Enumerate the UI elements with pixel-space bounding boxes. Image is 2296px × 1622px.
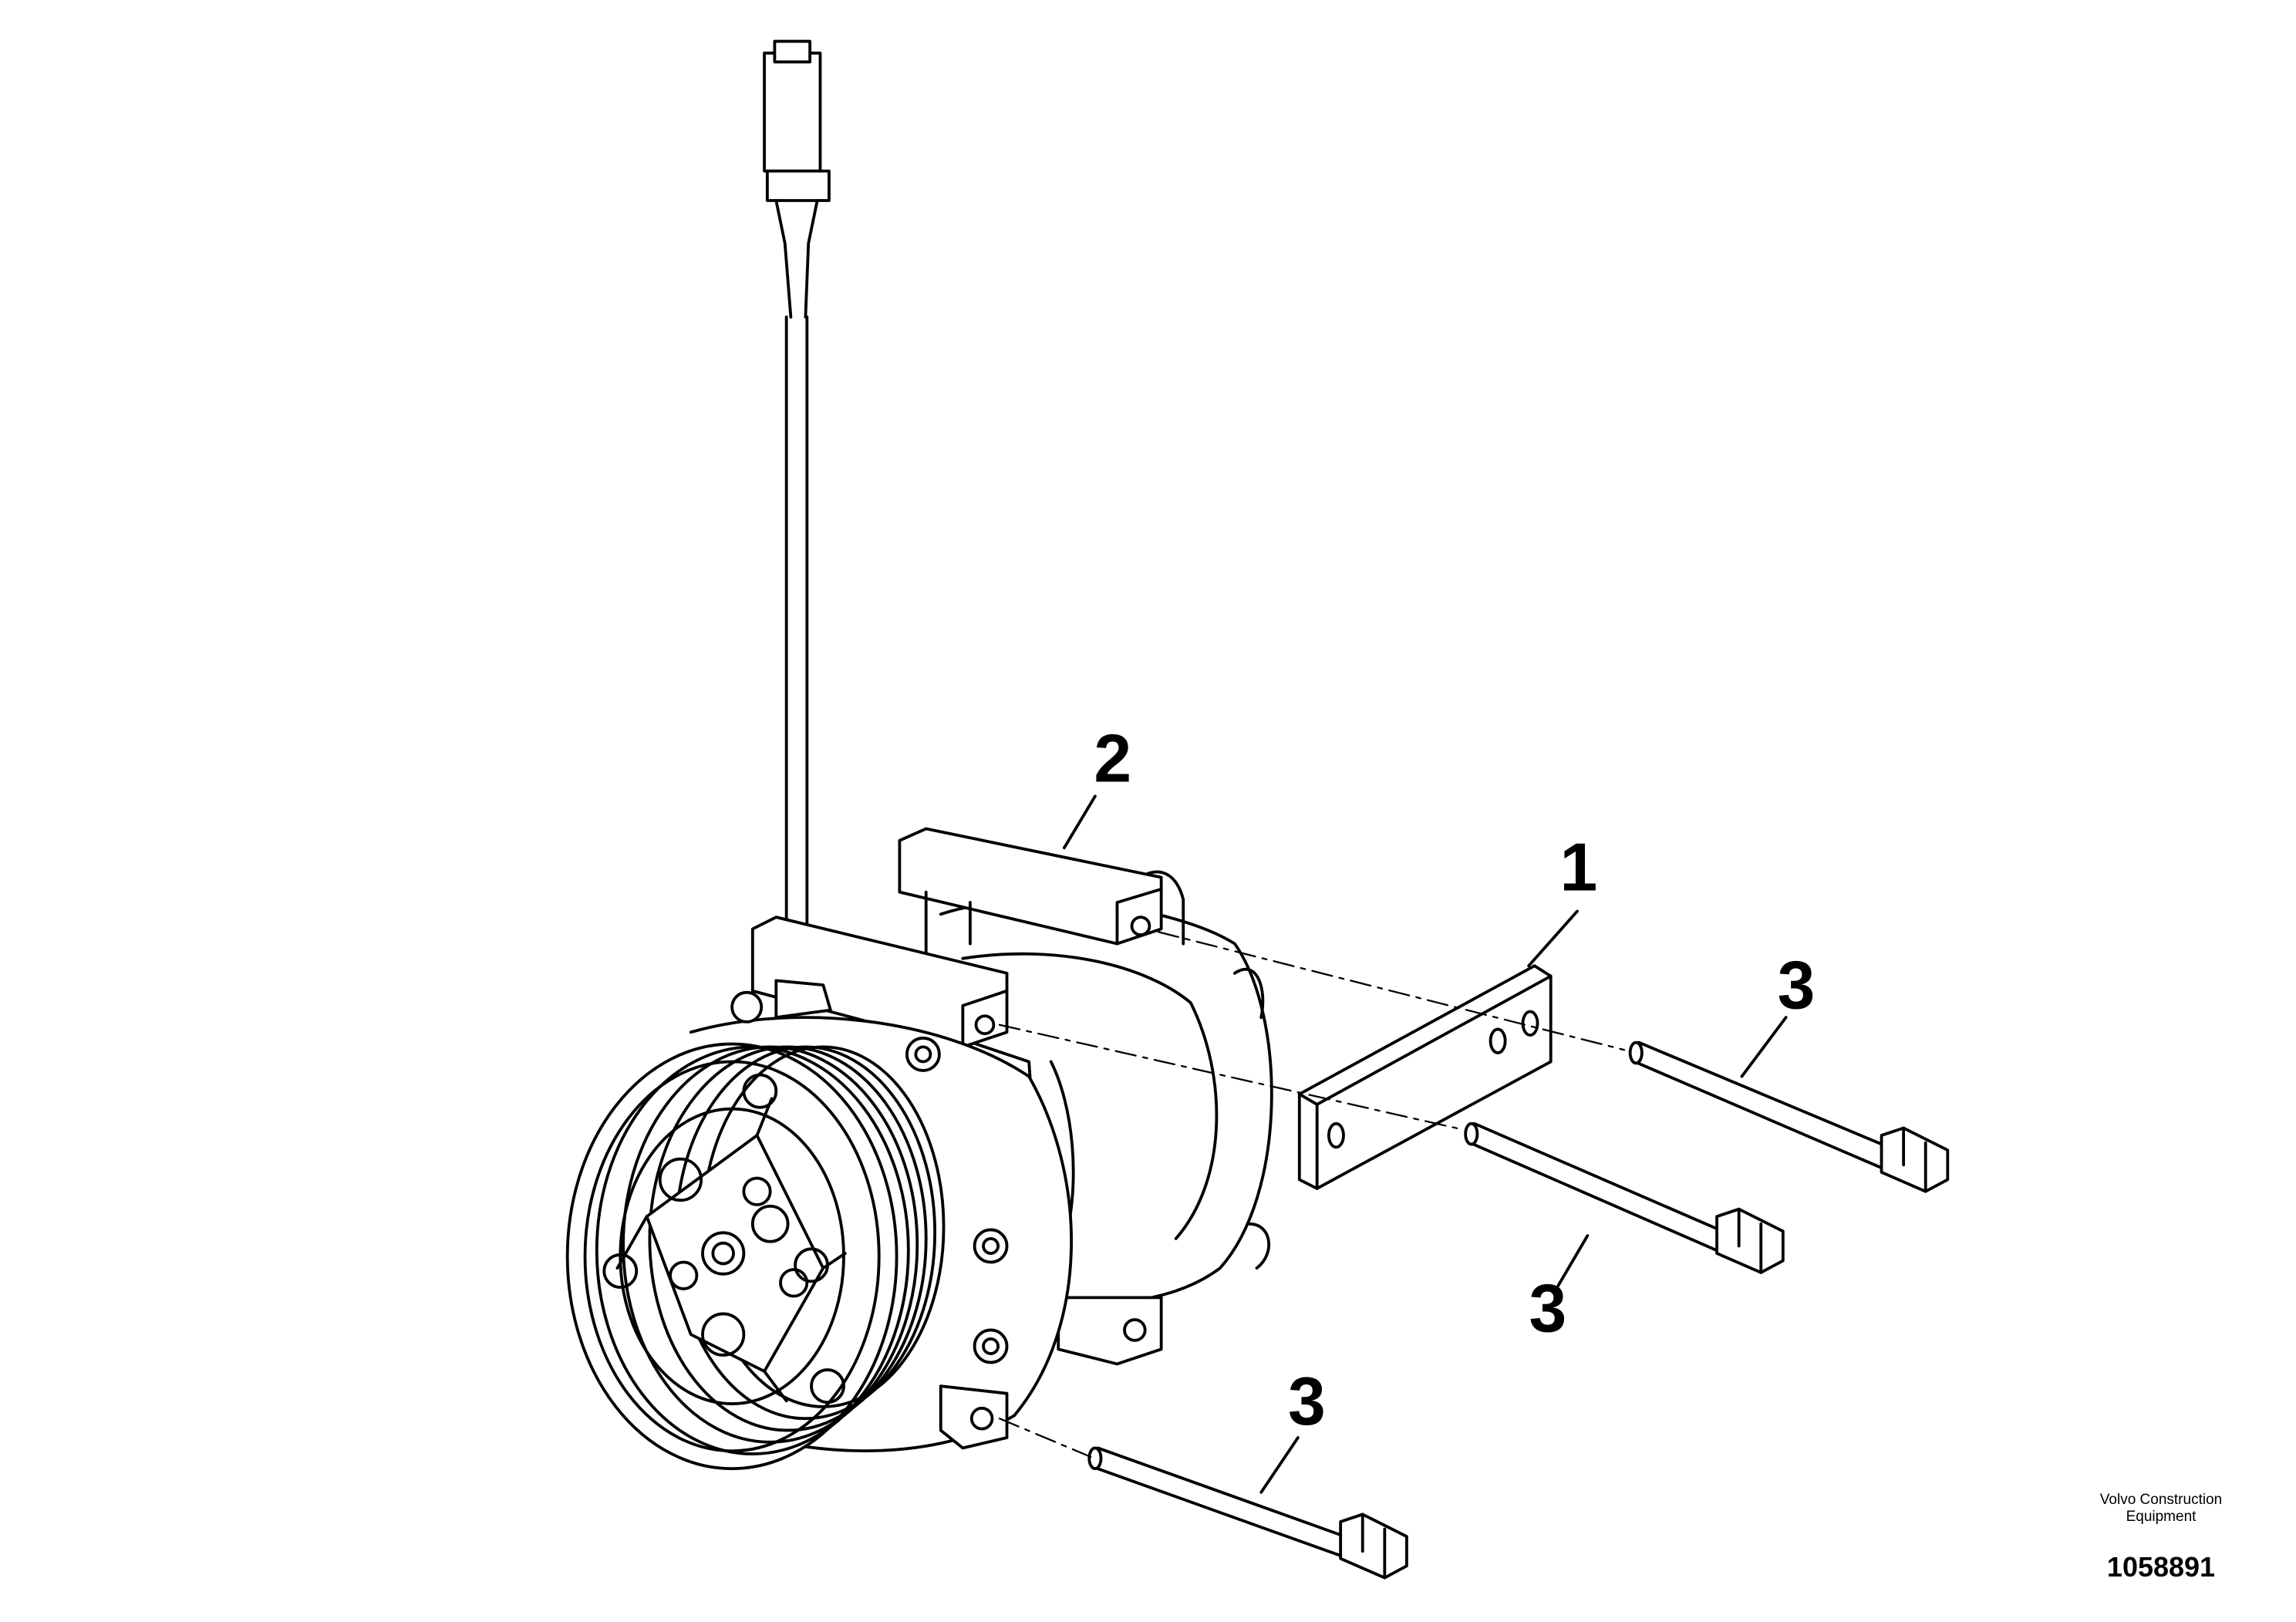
mounting-ear-upper <box>898 827 1163 960</box>
company-caption: Volvo Construction Equipment <box>2099 1492 2223 1525</box>
electrical-connector <box>763 39 831 990</box>
alignment-lines <box>998 931 1626 1458</box>
callout-bracket: 1 <box>1560 830 1598 905</box>
callout-compressor-mount: 2 <box>1094 720 1131 796</box>
bolt-lower <box>1087 1446 1408 1580</box>
drawing-number: 1058891 <box>2106 1551 2216 1583</box>
cable-clamp <box>774 979 832 1020</box>
clutch-plate <box>602 1073 847 1404</box>
leader-lines <box>1062 794 1788 1494</box>
bolt-upper <box>1628 1040 1950 1193</box>
callout-bolt-middle: 3 <box>1529 1270 1567 1346</box>
bolt-middle <box>1464 1121 1785 1274</box>
callout-bolt-lower: 3 <box>1288 1364 1326 1439</box>
callout-bolt-upper: 3 <box>1778 948 1816 1023</box>
bracket <box>1297 964 1553 1190</box>
